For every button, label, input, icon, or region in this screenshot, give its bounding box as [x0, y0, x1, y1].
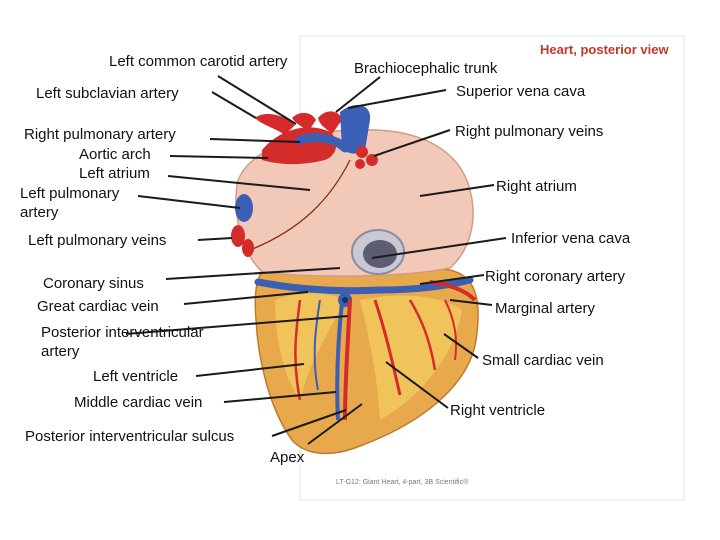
leader-marginal-artery: [449, 299, 493, 306]
leader-middle-cardiac-vein: [223, 391, 337, 403]
leader-right-atrium: [419, 184, 495, 197]
label-middle-cardiac-vein: Middle cardiac vein: [74, 394, 203, 411]
label-right-pulmonary-artery: Right pulmonary artery: [24, 126, 176, 143]
leader-left-pulmonary-veins: [197, 237, 233, 241]
label-inferior-vena-cava: Inferior vena cava: [511, 230, 631, 247]
label-marginal-artery: Marginal artery: [495, 300, 596, 317]
leader-small-cardiac-vein: [443, 333, 479, 359]
leader-posterior-interventricular-sulcus: [271, 409, 347, 437]
leader-inferior-vena-cava: [371, 237, 507, 259]
brachiocephalic-trunk: [318, 111, 342, 134]
leader-superior-vena-cava: [347, 89, 447, 109]
posterior-interventricular-artery: [343, 299, 352, 421]
coronary-branch: [408, 299, 437, 371]
label-aortic-arch: Aortic arch: [79, 146, 151, 163]
label-right-ventricle: Right ventricle: [450, 402, 546, 419]
leader-left-pulmonary-artery: [137, 195, 241, 209]
label-left-atrium: Left atrium: [79, 165, 150, 182]
label-apex: Apex: [270, 449, 305, 466]
leader-left-subclavian-artery: [211, 91, 257, 119]
label-right-coronary-artery: Right coronary artery: [485, 268, 626, 285]
leader-left-common-carotid-artery: [217, 75, 297, 125]
superior-vena-cava: [340, 105, 371, 154]
leader-right-pulmonary-veins: [373, 129, 451, 157]
coronary-branch: [444, 299, 458, 361]
plate-title: Heart, posterior view: [540, 42, 669, 57]
middle-cardiac-vein: [335, 301, 344, 421]
label-posterior-interventricular-artery: Posterior interventricular artery: [41, 324, 204, 360]
label-right-pulmonary-veins: Right pulmonary veins: [455, 123, 604, 140]
plate-caption: LT-G12: Giant Heart, 4-part, 3B Scientif…: [336, 479, 469, 486]
atrial-crease: [249, 159, 351, 251]
leader-apex: [307, 403, 363, 445]
coronary-branch: [373, 299, 402, 396]
label-left-pulmonary-artery: Left pulmonary artery: [20, 185, 120, 221]
leader-right-pulmonary-artery: [209, 138, 301, 143]
label-posterior-interventricular-sulcus: Posterior interventricular sulcus: [25, 428, 235, 445]
coronary-sinus-lumen: [342, 297, 348, 303]
leader-right-coronary-artery: [419, 274, 485, 285]
epicardial-fat: [360, 295, 462, 420]
right-pulmonary-artery: [295, 133, 350, 153]
coronary-vein-branch: [313, 299, 321, 391]
leader-left-ventricle: [195, 363, 305, 377]
leader-posterior-interventricular-artery: [125, 315, 349, 335]
label-superior-vena-cava: Superior vena cava: [456, 83, 586, 100]
left-common-carotid-artery: [292, 112, 316, 132]
left-subclavian-artery: [255, 114, 295, 135]
leader-coronary-sinus: [165, 267, 341, 280]
label-left-common-carotid-artery: Left common carotid artery: [109, 53, 288, 70]
right-pulmonary-vein: [366, 154, 378, 166]
label-right-atrium: Right atrium: [496, 178, 577, 195]
label-small-cardiac-vein: Small cardiac vein: [482, 352, 604, 369]
right-pulmonary-vein: [356, 146, 368, 158]
label-left-ventricle: Left ventricle: [93, 368, 179, 385]
coronary-branch: [294, 299, 302, 401]
left-pulmonary-artery: [235, 194, 253, 222]
left-pulmonary-vein: [231, 225, 245, 247]
inferior-vena-cava-lumen: [363, 240, 397, 268]
right-pulmonary-vein: [355, 159, 365, 169]
label-left-pulmonary-veins: Left pulmonary veins: [28, 232, 167, 249]
leader-great-cardiac-vein: [183, 291, 309, 305]
leader-left-atrium: [167, 175, 311, 191]
label-great-cardiac-vein: Great cardiac vein: [37, 298, 159, 315]
left-pulmonary-vein: [242, 239, 254, 257]
leader-aortic-arch: [169, 155, 269, 159]
leader-brachiocephalic-trunk: [335, 76, 381, 113]
label-brachiocephalic-trunk: Brachiocephalic trunk: [354, 60, 498, 77]
label-left-subclavian-artery: Left subclavian artery: [36, 85, 179, 102]
label-coronary-sinus: Coronary sinus: [43, 275, 144, 292]
leader-right-ventricle: [385, 361, 449, 409]
